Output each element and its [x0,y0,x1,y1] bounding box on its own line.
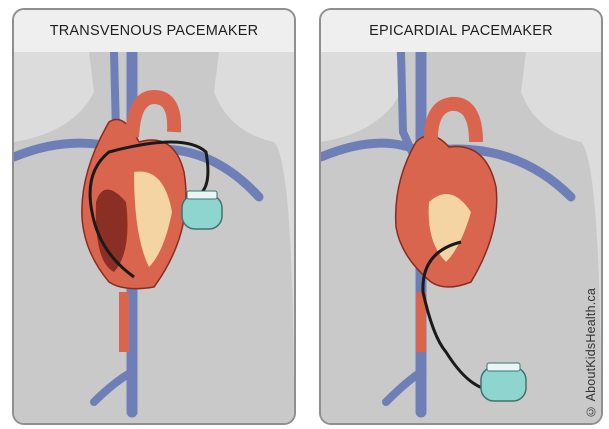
epicardial-panel: EPICARDIAL PACEMAKER © AboutKidsHealth.c… [319,8,603,425]
pacemaker-device [481,363,526,401]
transvenous-illustration [14,52,294,423]
panel-title: EPICARDIAL PACEMAKER [321,10,601,52]
copyright-text: © AboutKidsHealth.ca [584,288,598,419]
epicardial-illustration [321,52,601,423]
pacemaker-device [182,191,222,229]
transvenous-panel: TRANSVENOUS PACEMAKER [12,8,296,425]
panel-title: TRANSVENOUS PACEMAKER [14,10,294,52]
